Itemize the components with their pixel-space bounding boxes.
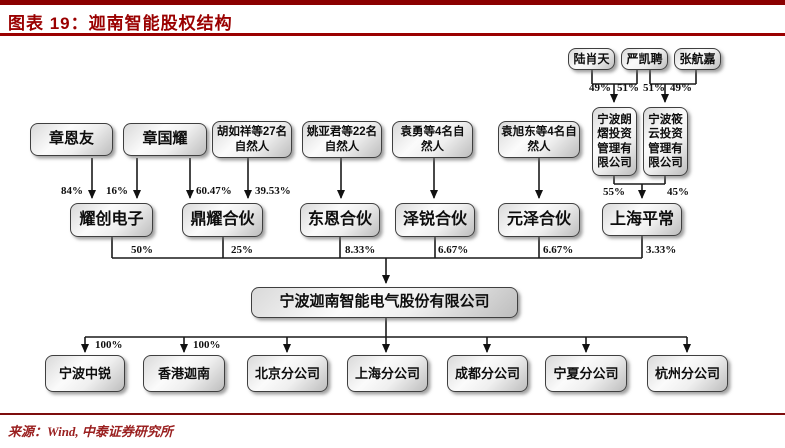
node-subsidiary-shanghai-branch: 上海分公司 bbox=[347, 355, 428, 392]
stake-label: 84% bbox=[61, 185, 83, 197]
node-zerui-partnership: 泽锐合伙 bbox=[395, 203, 475, 237]
node-subsidiary-beijing-branch: 北京分公司 bbox=[247, 355, 328, 392]
node-subsidiary-chengdu-branch: 成都分公司 bbox=[447, 355, 528, 392]
node-subsidiary-hangzhou-branch: 杭州分公司 bbox=[647, 355, 728, 392]
node-yuan-yong-group: 袁勇等4名自然人 bbox=[392, 121, 473, 158]
top-red-bar bbox=[0, 0, 785, 5]
stake-label: 8.33% bbox=[345, 244, 376, 256]
source-note: 来源：Wind, 中泰证券研究所 bbox=[8, 424, 173, 439]
org-chart-canvas: 陆肖天 严凯聘 张航嘉 宁波朗熠投资管理有限公司 宁波筱云投资管理有限公司 章恩… bbox=[0, 38, 785, 410]
node-shareholder-lu-xiaotian: 陆肖天 bbox=[568, 48, 615, 70]
node-dongen-partnership: 东恩合伙 bbox=[300, 203, 380, 237]
title-underline bbox=[0, 33, 785, 36]
node-yuanze-partnership: 元泽合伙 bbox=[498, 203, 580, 237]
node-yao-yajun-group: 姚亚君等22名自然人 bbox=[302, 121, 382, 158]
node-shareholder-zhang-hangjia: 张航嘉 bbox=[674, 48, 721, 70]
stake-label: 100% bbox=[95, 339, 123, 351]
node-zhang-guoyao: 章国耀 bbox=[123, 123, 207, 156]
node-subsidiary-ningbo-zhongrui: 宁波中锐 bbox=[45, 355, 125, 392]
node-zhang-enyou: 章恩友 bbox=[30, 123, 113, 156]
stake-label: 60.47% bbox=[196, 185, 232, 197]
stake-label: 49% bbox=[670, 82, 692, 94]
stake-label: 100% bbox=[193, 339, 221, 351]
connector-lines bbox=[81, 70, 697, 353]
node-hu-ruxiang-group: 胡如祥等27名自然人 bbox=[212, 121, 292, 158]
node-shareholder-yan-kaipin: 严凯聘 bbox=[621, 48, 668, 70]
footer-rule bbox=[0, 413, 785, 415]
stake-label: 55% bbox=[603, 186, 625, 198]
node-subsidiary-ningxia-branch: 宁夏分公司 bbox=[545, 355, 627, 392]
node-ningbo-langyi-investment: 宁波朗熠投资管理有限公司 bbox=[592, 107, 637, 176]
stake-label: 16% bbox=[106, 185, 128, 197]
stake-label: 25% bbox=[231, 244, 253, 256]
node-yuan-xudong-group: 袁旭东等4名自然人 bbox=[498, 121, 580, 158]
stake-label: 51% bbox=[643, 82, 665, 94]
stake-label: 3.33% bbox=[646, 244, 677, 256]
stake-label: 39.53% bbox=[255, 185, 291, 197]
stake-label: 6.67% bbox=[543, 244, 574, 256]
node-dingyao-partnership: 鼎耀合伙 bbox=[182, 203, 263, 237]
node-shanghai-pingchang: 上海平常 bbox=[602, 203, 682, 236]
node-subsidiary-hongkong-canaan: 香港迦南 bbox=[143, 355, 225, 392]
stake-label: 6.67% bbox=[438, 244, 469, 256]
figure-title: 图表 19：迦南智能股权结构 bbox=[8, 14, 233, 33]
node-yaochuang-electronics: 耀创电子 bbox=[70, 203, 153, 237]
stake-label: 45% bbox=[667, 186, 689, 198]
stake-label: 50% bbox=[131, 244, 153, 256]
node-parent-company: 宁波迦南智能电气股份有限公司 bbox=[251, 287, 518, 318]
node-ningbo-xiaoyun-investment: 宁波筱云投资管理有限公司 bbox=[643, 107, 688, 176]
stake-label: 49% bbox=[589, 82, 611, 94]
stake-label: 51% bbox=[617, 82, 639, 94]
